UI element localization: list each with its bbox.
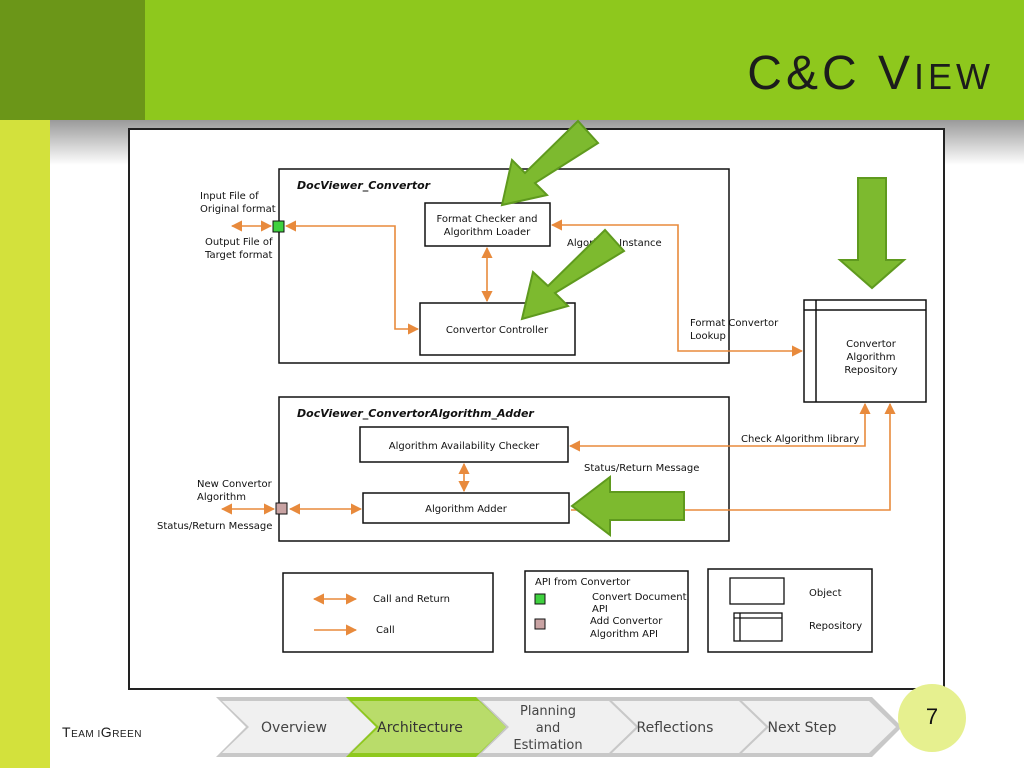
checker-repository-lookup xyxy=(550,219,804,357)
highlight-arrow-repository xyxy=(837,177,907,290)
slide-title: C&C VIEW xyxy=(747,47,994,100)
legend-convert-api-line-2: API xyxy=(592,604,608,615)
format-lookup-line-1: Format Convertor xyxy=(690,318,779,329)
format-checker-line-2: Algorithm Loader xyxy=(444,227,531,238)
nav-next-step-label: Next Step xyxy=(768,720,837,736)
nav-step-next[interactable]: Next Step xyxy=(736,697,902,757)
repository-component xyxy=(803,299,927,403)
repository-line-3: Repository xyxy=(844,365,897,376)
nav-step-reflections[interactable]: Reflections xyxy=(606,697,772,757)
new-convertor-line-1: New Convertor xyxy=(197,479,273,490)
algorithm-adder-label: Algorithm Adder xyxy=(425,504,508,515)
add-algorithm-port xyxy=(275,502,288,515)
check-library-label: Check Algorithm library xyxy=(741,434,859,445)
nav-planning-label-3: Estimation xyxy=(513,738,582,753)
convert-document-port xyxy=(272,220,285,233)
highlight-arrow-adder xyxy=(570,474,685,538)
page-number-badge: 7 xyxy=(898,684,966,752)
new-convertor-line-2: Algorithm xyxy=(197,492,246,503)
legend-api-box xyxy=(524,570,689,653)
legend-arrows-box xyxy=(282,572,494,653)
nav-overview-label: Overview xyxy=(261,720,327,736)
port-to-controller-call-return xyxy=(284,220,420,335)
adder-package-title: DocViewer_ConvertorAlgorithm_Adder xyxy=(297,407,534,420)
checker-library-lookup xyxy=(568,402,871,452)
availability-checker-component xyxy=(359,426,569,463)
repository-line-1: Convertor xyxy=(846,339,897,350)
status-return-inner-label: Status/Return Message xyxy=(584,463,699,474)
input-file-line-1: Input File of xyxy=(200,191,259,202)
legend-object-label: Object xyxy=(809,588,842,599)
repository-line-2: Algorithm xyxy=(847,352,896,363)
availability-checker-label: Algorithm Availability Checker xyxy=(389,441,540,452)
nav-architecture-label: Architecture xyxy=(377,720,463,736)
legend-add-api-line-1: Add Convertor xyxy=(590,616,663,627)
convertor-package-title: DocViewer_Convertor xyxy=(297,179,431,192)
legend-repository-label: Repository xyxy=(809,621,862,632)
legend-call-label: Call xyxy=(376,625,395,636)
input-file-line-2: Original format xyxy=(200,204,276,215)
nav-planning-label-2: and xyxy=(536,721,560,736)
highlight-arrow-format-checker xyxy=(500,119,600,207)
nav-step-planning[interactable]: Planning and Estimation xyxy=(476,697,642,757)
chevron-nav: Overview Architecture Planning and Estim… xyxy=(216,697,902,757)
connectors xyxy=(220,219,896,515)
status-return-outer-label: Status/Return Message xyxy=(157,521,272,532)
nav-step-overview[interactable]: Overview xyxy=(216,697,382,757)
legend-add-api-line-2: Algorithm API xyxy=(590,629,658,640)
nav-reflections-label: Reflections xyxy=(637,720,714,736)
convertor-controller-label: Convertor Controller xyxy=(446,325,549,336)
legend-convert-api-line-1: Convert Document xyxy=(592,592,687,603)
footer-team-name: TEAM IGREEN xyxy=(62,724,142,740)
format-checker-component xyxy=(424,202,551,247)
header-band xyxy=(0,0,1024,120)
format-lookup-line-2: Lookup xyxy=(690,331,726,342)
nav-step-architecture[interactable]: Architecture xyxy=(346,697,512,757)
left-accent-strip xyxy=(0,120,50,768)
legend-call-return-label: Call and Return xyxy=(373,594,450,605)
legend-api-title: API from Convertor xyxy=(535,577,631,588)
highlight-arrow-controller xyxy=(520,228,626,321)
output-file-line-1: Output File of xyxy=(205,237,273,248)
nav-planning-label-1: Planning xyxy=(520,704,576,719)
algorithm-adder-component xyxy=(362,492,570,524)
highlight-arrows xyxy=(500,119,907,538)
output-file-line-2: Target format xyxy=(204,250,273,261)
header-accent xyxy=(0,0,145,120)
format-checker-line-1: Format Checker and xyxy=(436,214,537,225)
adder-package xyxy=(278,396,730,542)
